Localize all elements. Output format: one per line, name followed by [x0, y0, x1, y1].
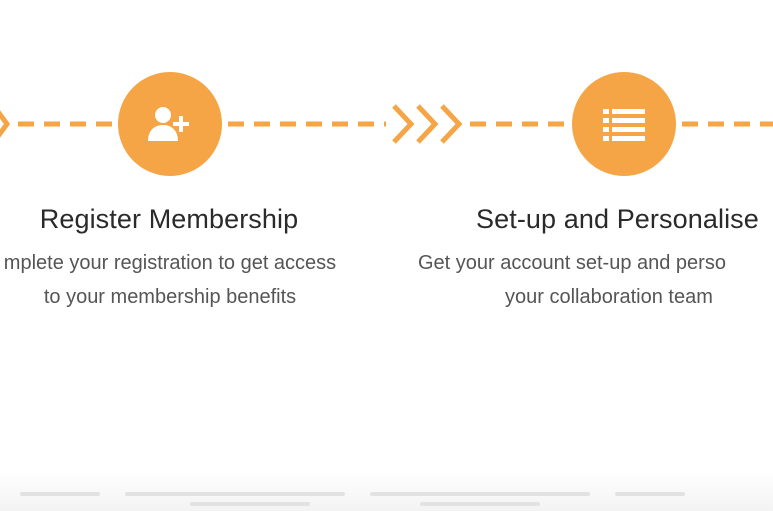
step-setup-desc-line-2: your collaboration team [505, 286, 713, 308]
step-register-desc-line-1: mplete your registration to get access [3, 252, 337, 274]
step-register-description: mplete your registration to get access t… [0, 246, 390, 314]
step-register-desc-line-2: to your membership benefits [43, 286, 297, 308]
chevron-right-icon [0, 110, 11, 138]
faded-footer-strip [0, 470, 773, 511]
step-setup-description: Get your account set-up and perso your c… [418, 246, 773, 314]
chevron-right-icon [392, 104, 415, 144]
chevron-right-icon [440, 104, 463, 144]
step-setup-title: Set-up and Personalise [476, 204, 759, 234]
chevron-right-icon [416, 104, 439, 144]
step-register-circle [118, 72, 222, 176]
ghost-text [20, 492, 100, 496]
add-user-icon [148, 107, 189, 141]
step-setup-desc-line-1: Get your account set-up and perso [418, 252, 726, 274]
ghost-text [420, 502, 540, 506]
ghost-text [615, 492, 685, 496]
ghost-text [370, 492, 590, 496]
step-register-title: Register Membership [39, 204, 299, 234]
ghost-text [125, 492, 345, 496]
step-setup-circle [572, 72, 676, 176]
ghost-text [190, 502, 310, 506]
list-icon [603, 109, 645, 141]
progress-connector [0, 104, 773, 144]
